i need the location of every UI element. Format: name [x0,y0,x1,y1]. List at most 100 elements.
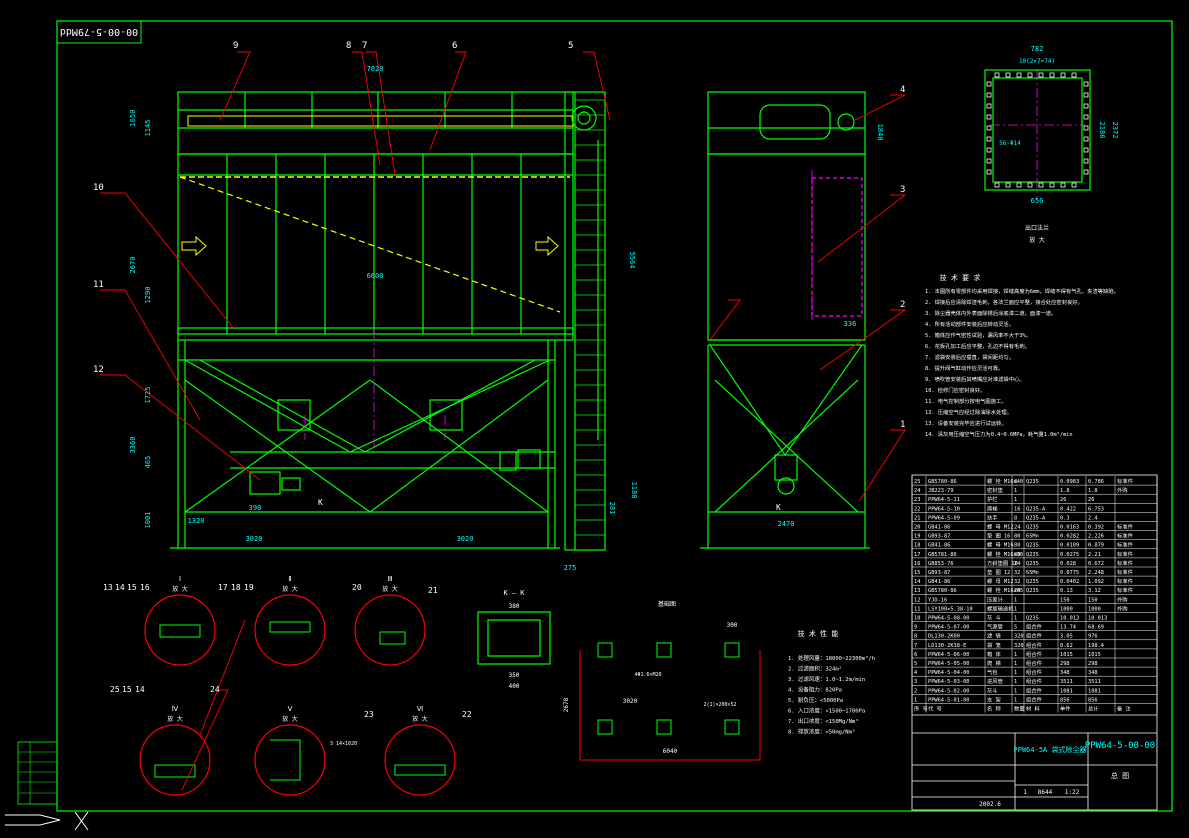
detail-scale-4: 放 大 [167,715,183,723]
bom-cell: 26 [1060,497,1066,503]
bom-cell: 1.8 [1088,488,1098,494]
bom-cell: 24 [1014,525,1020,531]
title-assembly: 总 图 [1111,771,1129,780]
bom-cell: Q235-A [1026,506,1046,512]
callout-11: 11 [93,280,104,290]
bolt-hole [994,182,1000,188]
dim-3360: 3360 [129,437,137,454]
bom-cell: 2.21 [1088,552,1101,558]
spec-item: 3. 过滤风速：1.0~1.2m/min [788,675,865,683]
bom-cell: 8 [1014,479,1017,485]
bom-cell: 0.0402 [1060,579,1079,585]
k-view-label: K — K [503,589,525,597]
callout-15: 15 [127,583,137,592]
bom-cell: 32 [1014,579,1020,585]
bom-cell: LSY100×5.38-10 [928,606,973,612]
bom-cell: 1 [1014,597,1017,603]
tech-note-item: 11. 电气控制部分按电气图施工。 [925,397,1007,405]
bom-cell: 进风管 [987,677,1003,685]
bom-cell: 8 [914,634,917,640]
bom-cell: 1000 [1088,606,1101,612]
tech-note-item: 10. 检修门应密封良好。 [925,386,985,394]
inlet-arrow-icon [181,235,559,257]
bom-header-cell: 数量 [1014,705,1025,713]
detail-scale-6: 放 大 [412,715,428,723]
bom-cell: GB5780-86 [928,479,957,485]
bom-cell: 1 [1014,697,1017,703]
bom-cell: 13 [914,588,920,594]
drawing-frame [56,20,1173,812]
bom-header-cell: 序 号 [914,705,928,713]
bom-cell: 1015 [1060,652,1073,658]
detail-VI-label: Ⅵ [417,705,423,713]
bolt-hole [1083,136,1089,142]
callout-12: 12 [93,365,104,375]
bolt-hole [986,125,992,131]
bom-cell: Q235 [1026,479,1039,485]
callout-15b: 15 [122,685,132,694]
bom-cell: 1 [914,697,917,703]
bom-cell: LD130-2K38-E [928,643,966,649]
callout-8: 8 [346,41,351,51]
ucs-icon [5,811,89,831]
bom-cell: 标准件 [1117,559,1134,567]
bom-cell: GB93-87 [928,534,950,540]
bom-cell: 灰斗 [987,686,998,694]
bom-cell: 23 [914,497,920,503]
bom-cell: 支 架 [987,695,1001,703]
bom-cell: 0.0282 [1060,534,1079,540]
bom-cell: 0.3 [1060,515,1070,521]
dim-f-hole1: 4Φ1.6×M20 [634,672,661,678]
bom-cell: 3.12 [1088,588,1101,594]
dim-top-holes: 56-Φ14 [999,140,1021,147]
foundation-plan [579,642,761,761]
bom-cell: 7 [914,643,917,649]
bom-cell: PPW64-5-09 [928,515,960,521]
bom-cell: 0.0983 [1060,479,1079,485]
bom-cell: PPW64-5-02-00 [928,688,969,694]
bom-cell: 标准件 [1117,532,1134,540]
bolt-hole [994,72,1000,78]
bom-cell: GB93-87 [928,570,950,576]
detail-IV-label: Ⅳ [172,705,179,713]
bom-cell: 气源管 [987,623,1003,631]
bom-cell: 1 [1014,616,1017,622]
spec-item: 7. 出口浓度：<150Mg/Nm³ [788,717,859,725]
title-weight: 8644 [1038,789,1053,796]
bom-cell: PPW64-5-04-00 [928,670,969,676]
bom-cell: 24 [1014,588,1020,594]
bom-cell: 976 [1088,634,1098,640]
bom-cell: 10.013 [1060,616,1079,622]
detail-II-label: Ⅱ [288,575,291,583]
bom-cell: PPW64-5-11 [928,497,960,503]
bom-cell: 爬 梯 [987,659,1001,667]
dim-2670: 2670 [129,257,137,274]
bom-cell: 1081 [1088,688,1101,694]
bolt-hole [1083,114,1089,120]
bom-cell: 组合件 [1026,659,1043,667]
bolt-hole [1083,103,1089,109]
bom-cell: 4 [914,670,917,676]
bom-cell: 80 [1014,543,1020,549]
dim-top-2372: 2372 [1111,122,1119,139]
callout-1: 1 [900,420,905,430]
bom-cell: PPW64-5-08-00 [928,616,969,622]
spec-item: 6. 入口浓度：<1500~1700Pa [788,707,865,715]
tech-note-item: 14. 清灰用压缩空气压力为0.4~0.6MPa，耗气量1.0m³/min [925,430,1073,438]
bolt-hole [1016,72,1022,78]
bom-cell: 1.8 [1060,488,1070,494]
bom-cell: 螺 母 M12 [987,577,1014,585]
callout-14b: 14 [135,685,145,694]
dim-side-base: 2470 [778,520,795,528]
tech-note-item: 9. 喷吹管安装后其喷嘴应对准滤袋中心。 [925,375,1025,383]
bom-cell: 80 [1014,552,1020,558]
bom-cell: 方斜垫圈 16 [987,559,1018,567]
bom-cell: 5 [1014,625,1017,631]
bom-cell: 1 [1014,652,1017,658]
bom-cell: 348 [1060,670,1070,676]
bolt-hole [1005,182,1011,188]
bolt-hole [1038,182,1044,188]
bolt-hole [1083,158,1089,164]
bolt-hole [986,103,992,109]
